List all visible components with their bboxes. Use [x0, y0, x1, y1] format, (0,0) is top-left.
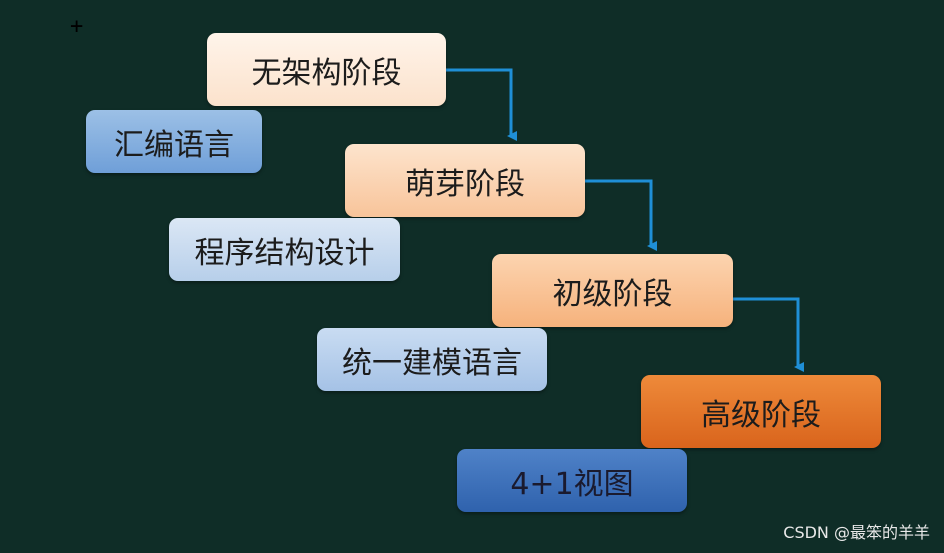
watermark-text: CSDN @最笨的羊羊	[783, 523, 930, 542]
language-box-structured-design: 程序结构设计	[169, 218, 400, 281]
language-box-uml: 统一建模语言	[317, 328, 547, 391]
language-box-4plus1-view: 4+1视图	[457, 449, 687, 512]
cursor-crosshair: +	[70, 14, 84, 39]
stage-box-no-architecture: 无架构阶段	[207, 33, 446, 106]
language-box-assembly: 汇编语言	[86, 110, 262, 173]
arrow-stage2-to-stage3	[585, 179, 657, 251]
stage-box-advanced: 高级阶段	[641, 375, 881, 448]
stage-box-sprouting: 萌芽阶段	[345, 144, 585, 217]
stage-box-elementary: 初级阶段	[492, 254, 733, 327]
arrow-stage3-to-stage4	[733, 297, 804, 372]
arrow-stage1-to-stage2	[446, 68, 517, 141]
